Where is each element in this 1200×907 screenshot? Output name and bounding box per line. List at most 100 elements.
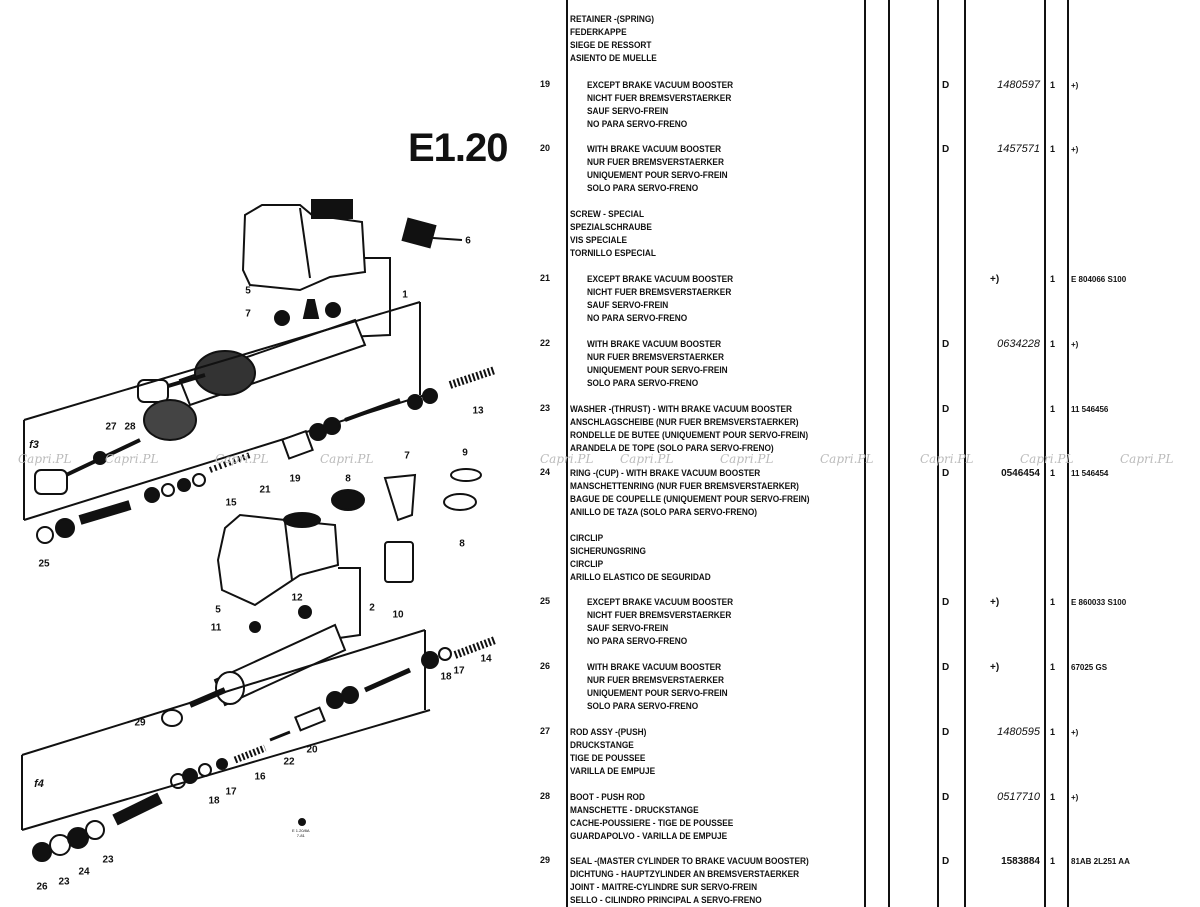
code: D	[942, 80, 950, 91]
description-line: ROD ASSY -(PUSH)	[570, 727, 647, 737]
ref-number: 22	[540, 338, 551, 348]
description-line: NO PARA SERVO-FRENO	[587, 119, 688, 129]
description: WITH BRAKE VACUUM BOOSTER NUR FUER BREMSV…	[587, 661, 728, 713]
part-number: 0517710	[997, 791, 1040, 803]
description-line: ANSCHLAGSCHEIBE (NUR FUER BREMSVERSTAERK…	[570, 417, 799, 427]
description-line: NICHT FUER BREMSVERSTAERKER	[587, 287, 732, 297]
watermark-text: Capri.PL	[820, 452, 874, 466]
code: D	[942, 339, 950, 350]
callout-number: 19	[289, 473, 301, 485]
remark: +)	[1071, 145, 1079, 154]
upper-master-cylinder	[137, 299, 367, 407]
stamp-line: E 1.20/8A	[292, 828, 310, 833]
description-line: FEDERKAPPE	[570, 27, 627, 37]
ref-number: 21	[540, 273, 551, 283]
description-line: WITH BRAKE VACUUM BOOSTER	[587, 144, 722, 154]
code: D	[942, 792, 950, 803]
lower-reservoir	[216, 512, 340, 607]
description: RING -(CUP) - WITH BRAKE VACUUM BOOSTER M…	[570, 467, 810, 519]
remark: 81AB 2L251 AA	[1071, 857, 1130, 866]
description-line: NICHT FUER BREMSVERSTAERKER	[587, 610, 732, 620]
description-line: BAGUE DE COUPELLE (UNIQUEMENT POUR SERVO…	[570, 494, 810, 504]
description-line: SICHERUNGSRING	[570, 546, 646, 556]
quantity: 1	[1050, 727, 1056, 737]
callout-number: 8	[459, 538, 465, 550]
remark: E 860033 S100	[1071, 598, 1127, 607]
description: SEAL -(MASTER CYLINDER TO BRAKE VACUUM B…	[570, 855, 809, 907]
page-title: E1.20	[408, 126, 509, 170]
callout-number: 13	[472, 405, 484, 417]
description-line: CIRCLIP	[570, 533, 604, 543]
description-line: ARANDELA DE TOPE (SOLO PARA SERVO-FRENO)	[570, 443, 774, 453]
quantity: 1	[1050, 856, 1056, 866]
part-number: 1457571	[997, 143, 1040, 155]
quantity: 1	[1050, 144, 1056, 154]
code: D	[942, 144, 950, 155]
description-line: WASHER -(THRUST) - WITH BRAKE VACUUM BOO…	[570, 404, 793, 414]
description-line: VIS SPECIALE	[570, 235, 628, 245]
quantity: 1	[1050, 597, 1056, 607]
code: D	[942, 404, 950, 415]
description-line: RING -(CUP) - WITH BRAKE VACUUM BOOSTER	[570, 468, 761, 478]
callout-number: 16	[254, 771, 266, 783]
watermark-text: Capri.PL	[320, 452, 374, 466]
callout-number: 5	[245, 285, 251, 297]
description-line: EXCEPT BRAKE VACUUM BOOSTER	[587, 597, 734, 607]
ref-number: 27	[540, 726, 551, 736]
callout-number: 17	[453, 665, 465, 677]
callout-number: 17	[225, 786, 237, 798]
part-number: +)	[990, 597, 1000, 608]
watermark-text: Capri.PL	[1120, 452, 1174, 466]
filter-10	[384, 541, 414, 583]
callout-number: 18	[208, 795, 220, 807]
quantity: 1	[1050, 662, 1056, 672]
description-line: JOINT - MAITRE-CYLINDRE SUR SERVO-FREIN	[570, 882, 758, 892]
callout-number: 2	[369, 602, 375, 614]
callout-number: 20	[306, 744, 318, 756]
code: D	[942, 856, 950, 867]
callout-number: 29	[134, 717, 146, 729]
description-line: GUARDAPOLVO - VARILLA DE EMPUJE	[570, 831, 728, 841]
description-line: WITH BRAKE VACUUM BOOSTER	[587, 662, 722, 672]
leader-2	[324, 567, 361, 641]
part-number: 1480597	[997, 79, 1040, 91]
callout-number: 7	[245, 308, 251, 320]
panel-f3	[23, 301, 426, 521]
figure-label: f4	[34, 778, 44, 790]
description-line: SEAL -(MASTER CYLINDER TO BRAKE VACUUM B…	[570, 856, 809, 866]
description-line: UNIQUEMENT POUR SERVO-FREIN	[587, 170, 728, 180]
quantity: 1	[1050, 404, 1056, 414]
filler-cap-6	[401, 217, 437, 249]
callout-number: 8	[345, 473, 351, 485]
callout-number: 6	[465, 235, 471, 247]
part-number: 0634228	[997, 338, 1040, 350]
column-divider	[1067, 0, 1069, 907]
description-line: SOLO PARA SERVO-FRENO	[587, 701, 699, 711]
description-line: MANSCHETTENRING (NUR FUER BREMSVERSTAERK…	[570, 481, 799, 491]
callout-number: 10	[392, 609, 404, 621]
watermark-text: Capri.PL	[720, 452, 774, 466]
description-line: ANILLO DE TAZA (SOLO PARA SERVO-FRENO)	[570, 507, 758, 517]
quantity: 1	[1050, 339, 1056, 349]
ref-number: 28	[540, 791, 551, 801]
code: D	[942, 662, 950, 673]
drawing-stamp: E 1.20/8A 7-81	[292, 828, 310, 838]
description-line: BOOT - PUSH ROD	[570, 792, 645, 802]
description-line: SAUF SERVO-FREIN	[587, 106, 669, 116]
callout-number: 9	[462, 447, 468, 459]
remark: 11 546456	[1071, 405, 1109, 414]
watermark-text: Capri.PL	[18, 452, 72, 466]
watermark-text: Capri.PL	[215, 452, 269, 466]
callout-number: 25	[38, 558, 50, 570]
callout-number: 22	[283, 756, 295, 768]
remark: +)	[1071, 793, 1079, 802]
description-line: CACHE-POUSSIERE - TIGE DE POUSSEE	[570, 818, 734, 828]
description-line: NUR FUER BREMSVERSTAERKER	[587, 675, 724, 685]
description-line: NUR FUER BREMSVERSTAERKER	[587, 157, 724, 167]
description-line: ARILLO ELASTICO DE SEGURIDAD	[570, 572, 711, 582]
description-line: SAUF SERVO-FREIN	[587, 300, 669, 310]
callout-number: 18	[440, 671, 452, 683]
